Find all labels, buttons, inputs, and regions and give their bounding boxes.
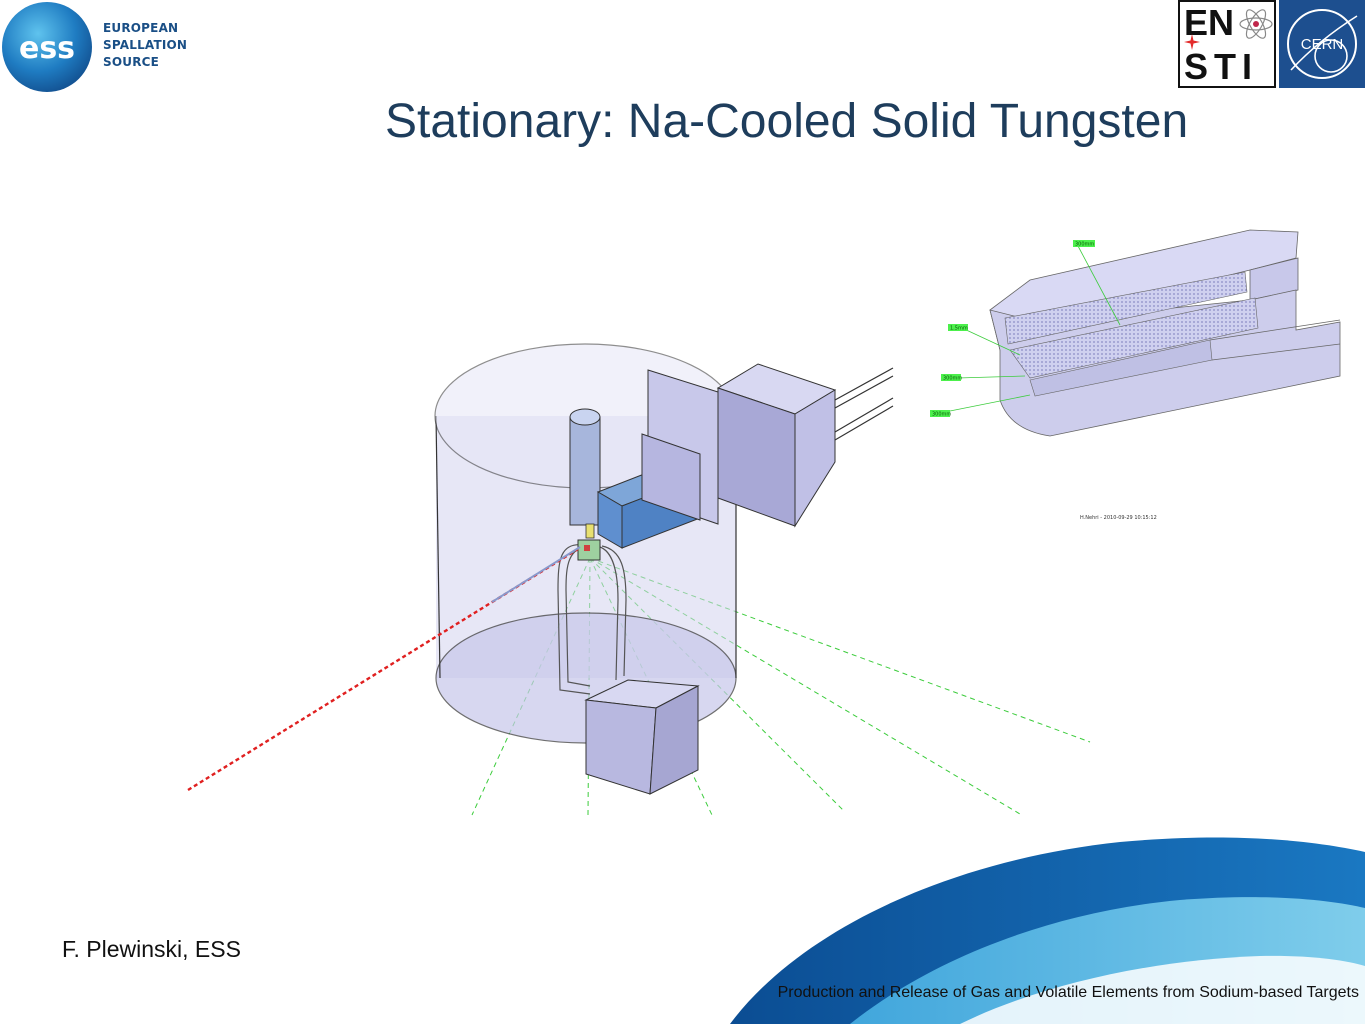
vertical-rod [569,408,601,526]
slide-title: Stationary: Na-Cooled Solid Tungsten [385,95,1189,148]
en-sti-logo-bottom: STI [1184,46,1259,87]
ess-logo: ess EUROPEAN SPALLATION SOURCE [0,0,200,100]
mounting-plate [641,369,719,525]
cern-logo-text: CERN [1300,36,1344,53]
service-box [716,363,894,528]
author-credit: F. Plewinski, ESS [62,936,241,962]
footer-text: Production and Release of Gas and Volati… [777,984,1359,1001]
ess-logo-text: EUROPEAN SPALLATION SOURCE [103,20,187,71]
en-sti-logo: EN STI [1178,0,1276,88]
cern-logo: CERN [1279,0,1365,88]
dimension-label-2: 1.5mm [950,326,968,332]
dimension-label-4: 300mm [932,412,951,418]
cern-logo-mark [1287,9,1358,79]
atom-icon [1239,9,1273,39]
ess-logo-line-3: SOURCE [103,55,160,69]
ess-logo-line-1: EUROPEAN [103,21,179,35]
ess-logo-mark: ess [2,2,92,92]
target-block [577,523,601,561]
dimension-label-1: 300mm [1075,242,1094,248]
dimension-labels: 300mm 1.5mm 300mm 300mm [930,240,1095,418]
dimension-label-3: 300mm [943,376,962,382]
ess-logo-line-2: SPALLATION [103,38,188,52]
pump-box [584,679,700,795]
dimension-leaders [944,245,1121,413]
detail-caption: H.Nehri - 2010-09-29 10:15:12 [1080,515,1157,521]
spark-icon [1184,34,1200,50]
ess-logo-mark-text: ess [19,31,75,66]
